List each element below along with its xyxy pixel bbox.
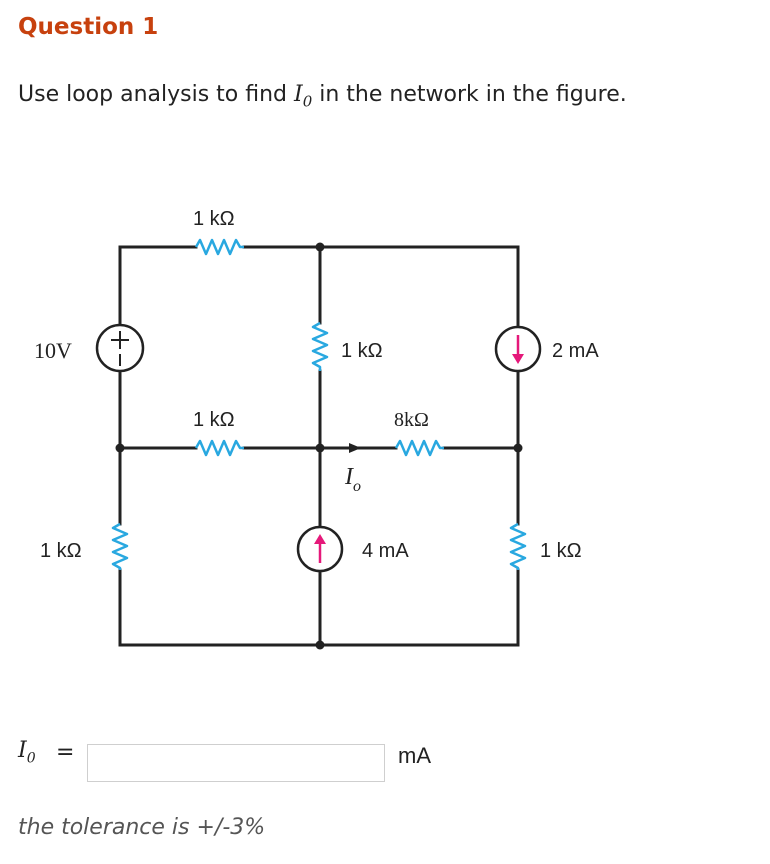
label-voltage-source: 10V (34, 338, 72, 363)
resistor-middle-right (394, 439, 444, 457)
label-r-bottom-right: 1 kΩ (540, 540, 582, 562)
resistor-bottom-right (509, 522, 527, 570)
wires (118, 245, 520, 647)
question-title: Question 1 (18, 14, 159, 40)
current-source-4ma (296, 525, 344, 573)
question-prompt: Use loop analysis to find I0 in the netw… (18, 82, 627, 110)
io-direction-arrow (349, 443, 361, 453)
tolerance-note: the tolerance is +/-3% (18, 815, 266, 840)
label-current-source-bottom: 4 mA (362, 540, 409, 562)
resistors (111, 238, 527, 570)
junction-dots (115, 242, 523, 650)
answer-input[interactable] (87, 744, 385, 782)
answer-unit: mA (398, 743, 431, 768)
current-source-2ma (494, 325, 542, 373)
prompt-text-after: in the network in the figure. (312, 82, 627, 107)
label-r-middle-right: 8kΩ (394, 409, 429, 431)
label-r-bottom-left: 1 kΩ (40, 540, 82, 562)
label-r-middle-left: 1 kΩ (193, 409, 235, 431)
resistor-bottom-left (111, 522, 129, 570)
answer-equals: = (56, 740, 75, 765)
label-r-center-vertical: 1 kΩ (341, 340, 383, 362)
resistor-top (194, 238, 244, 256)
label-io: Io (344, 464, 361, 495)
label-r-top: 1 kΩ (193, 208, 235, 230)
prompt-variable: I0 (294, 82, 313, 111)
label-current-source-top: 2 mA (552, 340, 599, 362)
resistor-center-vertical (311, 321, 329, 371)
voltage-source (95, 323, 145, 373)
resistor-middle-left (194, 439, 244, 457)
answer-label: I0 (18, 738, 36, 767)
prompt-text-before: Use loop analysis to find (18, 82, 294, 107)
